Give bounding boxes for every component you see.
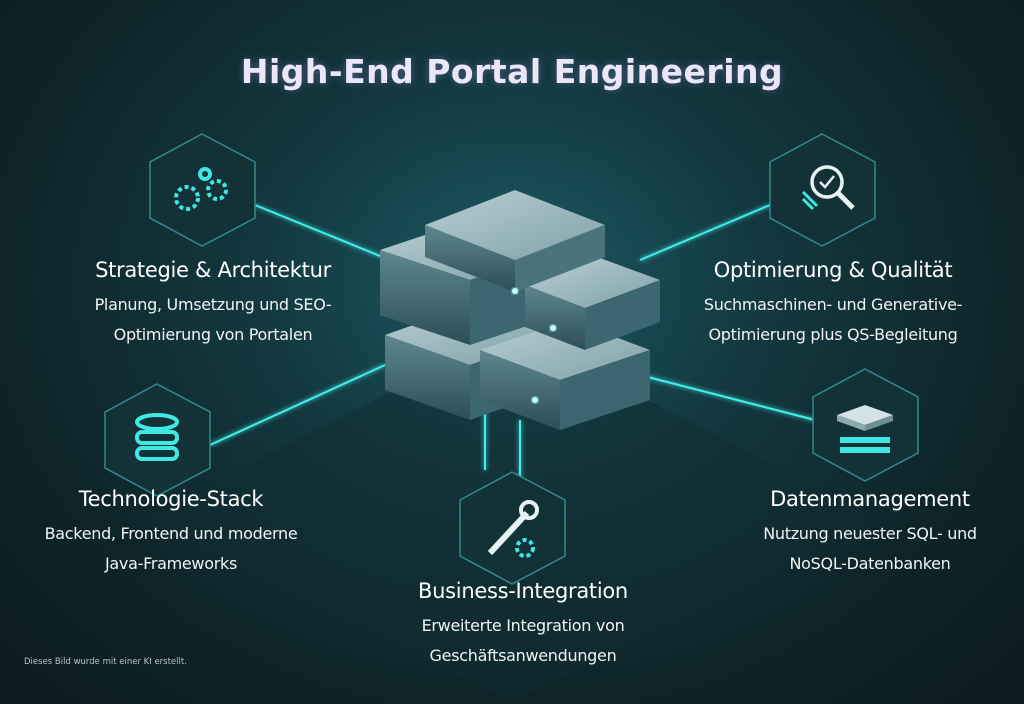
feature-strategie: Strategie & Architektur Planung, Umsetzu… <box>95 258 332 350</box>
feature-heading: Strategie & Architektur <box>95 258 331 282</box>
feature-heading: Datenmanagement <box>770 487 970 511</box>
wrench-gear-icon <box>459 471 566 585</box>
feature-business-integration: Business-Integration Erweiterte Integrat… <box>418 579 628 671</box>
feature-desc-line: NoSQL-Datenbanken <box>789 554 951 573</box>
feature-heading: Business-Integration <box>418 579 628 603</box>
feature-desc-line: Planung, Umsetzung und SEO- <box>94 295 332 314</box>
gears-icon <box>149 133 256 247</box>
ai-disclaimer: Dieses Bild wurde mit einer KI erstellt. <box>24 657 187 667</box>
feature-desc-line: Java-Frameworks <box>105 554 237 573</box>
feature-heading: Optimierung & Qualität <box>713 258 953 282</box>
layers-icon <box>812 368 919 482</box>
feature-desc-line: Optimierung von Portalen <box>113 325 313 344</box>
feature-desc-line: Geschäftsanwendungen <box>429 646 617 665</box>
feature-technologie: Technologie-Stack Backend, Frontend und … <box>45 487 298 579</box>
feature-desc-line: Nutzung neuester SQL- und <box>763 524 977 543</box>
page-title: High-End Portal Engineering <box>240 52 784 91</box>
database-icon <box>104 383 211 497</box>
magnifier-check-icon <box>769 133 876 247</box>
feature-desc-line: Suchmaschinen- und Generative- <box>703 295 963 314</box>
feature-desc-line: Optimierung plus QS-Begleitung <box>708 325 958 344</box>
feature-desc-line: Backend, Frontend und moderne <box>44 524 298 543</box>
feature-desc-line: Erweiterte Integration von <box>421 616 625 635</box>
feature-optimierung: Optimierung & Qualität Suchmaschinen- un… <box>703 258 963 350</box>
cube-stack <box>380 190 660 430</box>
feature-datenmanagement: Datenmanagement Nutzung neuester SQL- un… <box>763 487 977 579</box>
feature-heading: Technologie-Stack <box>78 487 264 511</box>
